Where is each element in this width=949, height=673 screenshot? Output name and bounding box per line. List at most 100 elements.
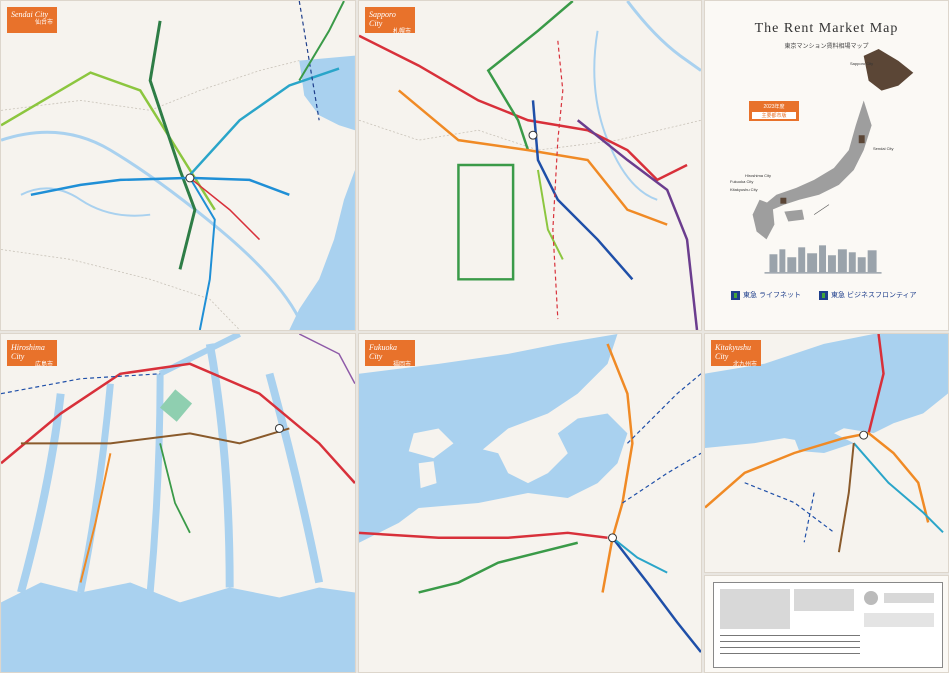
rail-line-dashed	[1, 373, 161, 395]
rail-line-dashed	[627, 373, 701, 444]
rail-dashed	[298, 1, 320, 121]
brand-mark-icon	[819, 290, 828, 300]
rail-line-teal	[189, 177, 216, 330]
legend-block	[794, 589, 854, 611]
legend-icon-block	[864, 591, 878, 605]
hiroshima-map-svg	[1, 334, 355, 672]
badge-edition: 主要都市版	[752, 112, 796, 119]
badge-year: 2023年度	[763, 104, 785, 110]
rail-line-red	[359, 531, 608, 540]
rail-line-dashed	[622, 452, 701, 504]
rail-line-green	[486, 1, 574, 151]
city-tag: Sapporo City 札幌市	[365, 7, 415, 35]
legend-icon-block	[884, 593, 934, 603]
rail-line-orange	[601, 343, 634, 593]
city-name-jp: 仙台市	[34, 20, 53, 26]
edition-badge: 2023年度 主要都市版	[749, 101, 799, 121]
station-marker	[859, 430, 869, 440]
sendai-marker	[858, 135, 865, 144]
kitakyushu-map-svg	[705, 334, 948, 553]
sendai-map-svg	[1, 1, 355, 330]
sea-area	[1, 582, 355, 672]
city-label-sendai: Sendai City	[873, 146, 894, 151]
map-subtitle: 東京マンション賃料相場マップ	[784, 44, 869, 50]
rail-line-blue	[853, 442, 944, 534]
sea-inlet	[299, 55, 355, 131]
city-label-hiroshima: Hiroshima City	[745, 173, 772, 178]
river-delta	[77, 383, 114, 594]
station-marker	[608, 533, 617, 543]
fukuoka-map-svg	[359, 334, 701, 653]
river-delta	[205, 343, 234, 588]
honshu-shape	[764, 100, 872, 210]
ward-boundary	[1, 60, 300, 111]
rail-line-green-north	[298, 1, 345, 82]
skyline-illustration	[764, 245, 882, 274]
brand-logo-lifenet: 東急 ライフネット	[731, 290, 801, 300]
sapporo-map-panel: Sapporo City 札幌市	[358, 0, 702, 331]
rail-line-lime	[1, 71, 216, 211]
legend-icon-block	[864, 613, 934, 627]
city-tag: Hiroshima City 広島市	[7, 340, 57, 368]
hokkaido-shape	[863, 48, 914, 91]
castle-park	[159, 389, 193, 422]
city-label-kitakyushu: Kitakyushu City	[730, 187, 758, 192]
city-name-jp: 広島市	[34, 362, 53, 368]
rail-line-blue	[30, 176, 290, 197]
ward-boundary	[359, 119, 701, 151]
sendai-map-panel: Sendai City 仙台市	[0, 0, 356, 331]
legend-box	[713, 582, 943, 668]
kitakyushu-map-panel: Kitakyushu City 北九州市	[704, 333, 949, 573]
ward-boundary	[1, 249, 240, 330]
legend-panel	[704, 575, 949, 673]
brand-name: 東急 ライフネット	[743, 292, 801, 299]
river-delta	[265, 372, 324, 584]
rail-line-blue	[611, 537, 701, 653]
city-tag: Fukuoka City 福岡市	[365, 340, 415, 368]
rail-line-dashed	[744, 482, 835, 533]
river	[158, 334, 241, 377]
rail-line-brown	[837, 442, 855, 553]
island	[408, 428, 454, 459]
city-name-jp: 北九州市	[732, 362, 757, 368]
sapporo-map-svg	[359, 1, 701, 330]
rail-line-orange	[705, 431, 930, 523]
rail-line-brown	[20, 427, 290, 445]
river	[20, 187, 151, 217]
rail-line-blue	[531, 100, 634, 281]
hiroshima-map-panel: Hiroshima City 広島市	[0, 333, 356, 673]
sea-area	[289, 169, 355, 330]
legend-block	[720, 589, 790, 629]
map-title: The Rent Market Map	[754, 21, 899, 36]
rail-line-orange	[79, 453, 112, 583]
river-delta	[17, 393, 65, 594]
japan-map-svg	[752, 48, 914, 274]
rail-line-red	[359, 34, 688, 182]
rail-line-cyan	[611, 537, 668, 574]
rail-line-red	[867, 334, 885, 434]
city-tag: Sendai City 仙台市	[7, 7, 57, 33]
station-marker	[185, 173, 195, 183]
river	[1, 130, 301, 320]
kyushu-shape	[752, 199, 775, 240]
rail-line-purple	[298, 334, 355, 385]
city-label-sapporo: Sapporo City	[850, 61, 874, 66]
legend-rule	[720, 641, 860, 642]
rail-line-green	[148, 20, 197, 270]
shikoku-shape	[784, 209, 805, 222]
rail-line-purple	[576, 119, 699, 330]
legend-rule	[720, 653, 860, 654]
sea-area	[705, 334, 948, 449]
station-marker	[274, 423, 284, 433]
rail-line-orange	[398, 89, 668, 226]
city-label-fukuoka: Fukuoka City	[730, 179, 754, 184]
river	[626, 1, 701, 72]
brand-logo-business: 東急 ビジネスフロンティア	[819, 290, 917, 300]
rail-line-red	[1, 362, 355, 484]
city-name: Hiroshima City	[11, 343, 45, 361]
rail-line-green	[159, 443, 191, 534]
brand-mark-icon	[731, 290, 740, 300]
city-name: Sendai City	[11, 10, 49, 19]
station-marker	[528, 130, 538, 140]
